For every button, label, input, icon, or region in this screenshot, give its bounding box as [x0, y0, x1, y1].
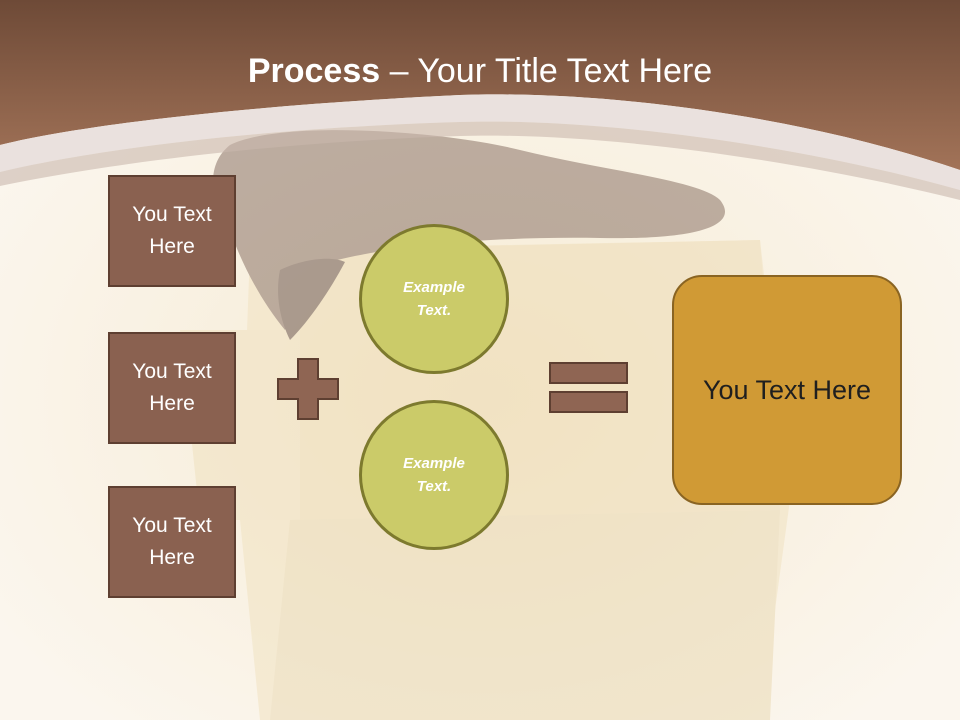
title-rest-part: – Your Title Text Here [380, 52, 713, 90]
input-box-label: You Text Here [132, 514, 212, 569]
result-label: You Text Here [702, 374, 872, 405]
title-bold-part: Process [247, 52, 381, 90]
example-circle-2: Example Text. [359, 400, 509, 550]
circle-label: Example Text. [403, 455, 465, 495]
equals-icon [549, 362, 628, 413]
example-circle-1: Example Text. [359, 224, 509, 374]
input-box-1: You Text Here [108, 175, 236, 287]
result-box: You Text Here [672, 275, 902, 505]
circle-label: Example Text. [403, 279, 465, 319]
slide-title: Process – Your Title Text Here [0, 52, 960, 91]
input-box-label: You Text Here [132, 360, 212, 415]
input-box-3: You Text Here [108, 486, 236, 598]
plus-icon [277, 358, 339, 420]
input-box-label: You Text Here [132, 203, 212, 258]
input-box-2: You Text Here [108, 332, 236, 444]
